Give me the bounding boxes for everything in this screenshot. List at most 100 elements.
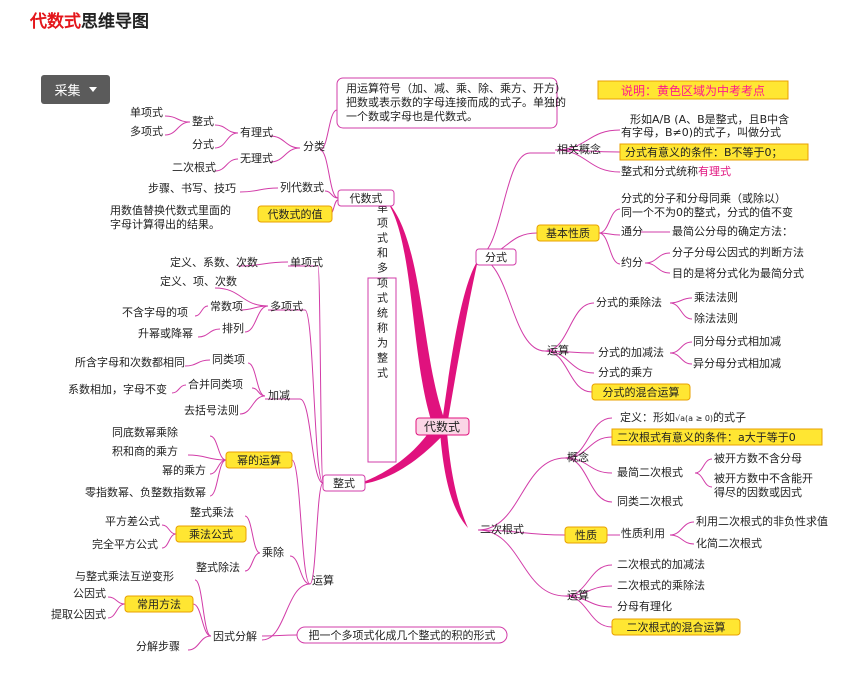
like-radicals-node: 同类二次根式 <box>617 494 683 508</box>
connector-line <box>161 524 177 535</box>
monomial-node: 单项式 <box>290 256 323 269</box>
constant-term-def-node: 不含字母的项 <box>122 305 188 319</box>
center-node: 代数式 <box>424 419 460 434</box>
connector-line <box>244 305 269 333</box>
integral-division-node: 整式除法 <box>196 560 240 574</box>
radical-mixed-operation-box <box>611 618 741 636</box>
connector-line <box>598 232 621 265</box>
radical-mixed-operation-node: 二次根式的混合运算 <box>627 620 726 634</box>
connector-line <box>694 472 713 488</box>
fraction-node-top: 分式 <box>192 138 214 151</box>
mind-map-links <box>107 109 713 651</box>
collect-button-label: 采集 <box>54 84 81 99</box>
rationalize-denominator-node: 分母有理化 <box>617 599 672 613</box>
radical-definition-suffix: 的式子 <box>713 410 746 424</box>
connector-line <box>319 149 339 199</box>
radical-multiply-divide-node: 二次根式的乘除法 <box>617 578 705 592</box>
multiplication-formula-box <box>175 525 247 543</box>
arrangement-node: 排列 <box>222 321 244 335</box>
multiplication-formula-node: 乘法公式 <box>189 527 233 541</box>
connector-line <box>214 287 269 307</box>
inverse-transformation-node: 与整式乘法互逆变形 <box>75 569 174 583</box>
center-node-box <box>415 417 470 436</box>
common-denominator-node: 通分 <box>621 225 643 238</box>
factorization-node: 因式分解 <box>213 629 257 643</box>
connector-line <box>239 395 266 415</box>
simplify-radical-node: 化简二次根式 <box>696 536 762 550</box>
connector-line <box>319 109 338 151</box>
add-subtract-node: 加减 <box>268 389 290 402</box>
no-perfect-factor-line-2: 得尽的因数或因式 <box>714 485 802 499</box>
power-of-power-node: 幂的乘方 <box>162 463 206 477</box>
expression-value-box <box>257 205 333 223</box>
connector-line <box>564 595 613 628</box>
connector-line <box>669 352 693 365</box>
connector-line <box>194 305 209 317</box>
radical-property-box <box>564 526 608 544</box>
connector-line <box>192 603 212 637</box>
notice-box <box>597 80 789 100</box>
simplest-radical-node: 最简二次根式 <box>617 465 683 479</box>
trunk-to-zheng-shi <box>355 426 447 485</box>
connector-line <box>554 129 621 151</box>
collect-button[interactable]: 采集 <box>41 75 110 104</box>
connector-line <box>304 309 324 484</box>
zero-negative-exponent-node: 零指数幂、负整数指数幂 <box>85 485 206 499</box>
same-denominator-node: 同分母分式相加减 <box>693 335 781 348</box>
property-use-node: 性质利用 <box>621 526 665 540</box>
connector-line <box>554 149 621 173</box>
basic-property-def-line-1: 分式的分子和分母同乘（或除以） <box>621 191 786 205</box>
radical-condition-node: 二次根式有意义的条件：a大于等于0 <box>617 430 796 444</box>
connector-line <box>239 187 279 193</box>
connector-line <box>269 135 301 149</box>
radical-symbol: √a(a ≥ 0) <box>675 414 713 423</box>
connector-line <box>209 459 227 497</box>
definition-box <box>336 77 558 129</box>
connector-line <box>669 341 693 354</box>
connector-line <box>187 454 227 461</box>
connector-line <box>475 256 546 352</box>
fraction-operation-node: 运算 <box>547 343 569 357</box>
irrational-node: 无理式 <box>240 152 273 165</box>
nonnegative-evaluation-node: 利用二次根式的非负性求值 <box>696 514 828 528</box>
trunk-to-dai-shu-shi <box>386 200 447 426</box>
connector-line <box>564 436 613 459</box>
fraction-def-line-1: 形如A/B (A、B是整式，且B中含 <box>630 112 789 126</box>
operation-node-left: 运算 <box>312 573 334 587</box>
connector-line <box>171 384 187 394</box>
polynomial-node: 多项式 <box>270 299 303 313</box>
monomial-node-top: 单项式 <box>130 106 163 119</box>
page-title: 代数式思维导图 <box>30 7 149 32</box>
integral-node-top: 整式 <box>192 114 214 128</box>
like-terms-def-node: 所含字母和次数都相同 <box>75 355 185 369</box>
integral-note-box <box>367 277 397 463</box>
definition-line-1: 用运算符号（加、减、乘、除、乘方、开方） <box>346 81 566 95</box>
fen-shi-node: 分式 <box>485 251 507 264</box>
trunk-to-er-ci-gen-shi <box>440 432 468 528</box>
connector-line <box>107 596 126 605</box>
connector-line <box>669 297 693 304</box>
connector-line <box>269 147 301 163</box>
connector-line <box>261 634 298 637</box>
connector-line <box>261 583 311 641</box>
chevron-down-icon <box>88 87 97 92</box>
multiply-divide-node: 乘除 <box>262 545 284 559</box>
zheng-shi-node: 整式 <box>333 476 355 490</box>
steps-node: 步骤、书写、技巧 <box>148 182 236 195</box>
fraction-condition-node: 分式有意义的条件：B不等于0； <box>625 145 783 159</box>
connector-line <box>107 603 126 619</box>
same-base-node: 同底数幂乘除 <box>112 425 178 439</box>
common-methods-box <box>124 595 194 613</box>
value-definition-line-1: 用数值替换代数式里面的 <box>110 203 231 217</box>
connector-line <box>477 529 566 536</box>
fraction-add-subtract-node: 分式的加减法 <box>598 345 664 359</box>
connector-line <box>164 121 191 136</box>
connector-line <box>197 328 221 338</box>
rational-node: 有理式 <box>240 125 273 139</box>
rational-expression-highlight: 有理式 <box>698 164 731 178</box>
reduction-node: 约分 <box>621 256 643 269</box>
connector-line <box>291 459 311 585</box>
connector-line <box>598 208 621 234</box>
connector-line <box>564 457 613 503</box>
integral-note: 单项式和多项式统称为整式 <box>376 202 389 382</box>
